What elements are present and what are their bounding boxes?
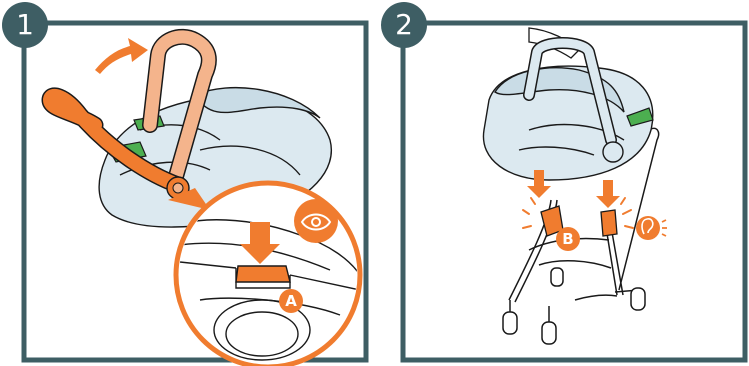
step-number-badge: 1 — [2, 2, 48, 48]
eye-badge — [294, 199, 338, 243]
stroller-wheels — [503, 268, 645, 344]
adapter-right — [601, 210, 617, 236]
arrow-right-curved-icon — [95, 38, 148, 74]
handle-pivot — [603, 142, 623, 162]
arrow-down-icon — [596, 180, 620, 208]
callout-label: A — [279, 289, 303, 313]
step-number-badge: 2 — [381, 2, 427, 48]
lock-part — [236, 266, 290, 282]
step-2-illustration — [379, 0, 749, 366]
car-seat — [483, 66, 652, 180]
step-1-illustration — [0, 0, 370, 366]
step-2-panel: 2 B — [379, 0, 749, 366]
step-1-panel: 1 A — [0, 0, 370, 366]
callout-label: B — [556, 227, 580, 251]
